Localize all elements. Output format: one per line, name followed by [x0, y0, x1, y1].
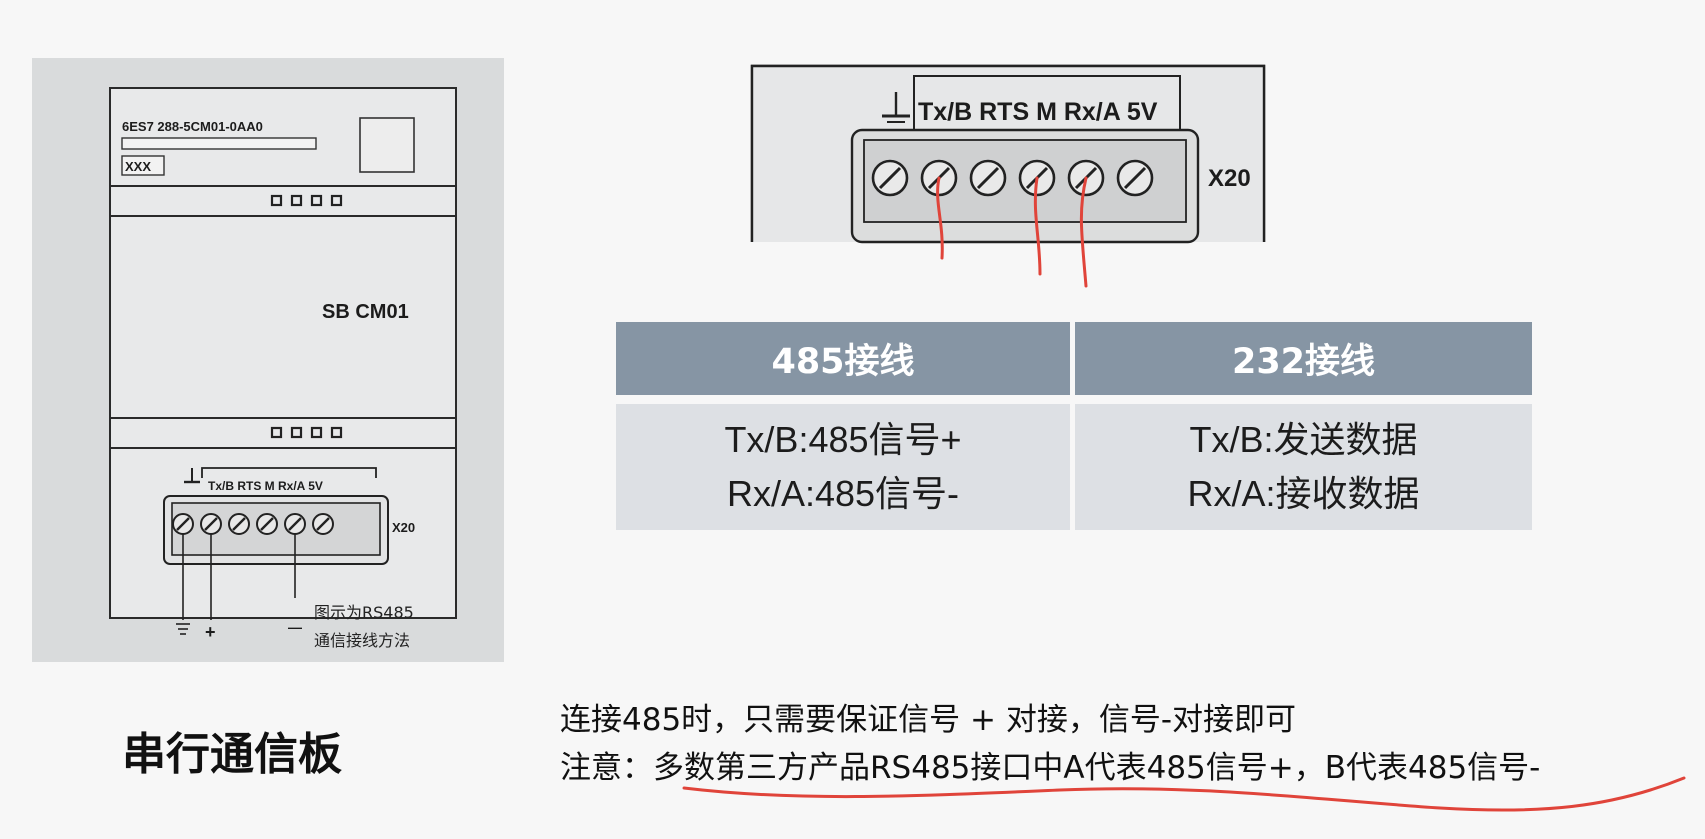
rs485-note-line1: 图示为RS485 [314, 603, 414, 622]
note-line-2: 注意：多数第三方产品RS485接口中A代表485信号+，B代表485信号- [560, 750, 1541, 786]
module-illustration: 6ES7 288-5CM01-0AA0 XXX SB CM01 [32, 58, 504, 662]
module-wires [176, 534, 296, 635]
lower-led-dots [270, 426, 343, 439]
red-underline [682, 776, 1686, 812]
red-wires [936, 176, 1088, 288]
module-led-window [359, 117, 415, 173]
table-cell-232: Tx/B:发送数据 Rx/A:接收数据 [1075, 404, 1532, 530]
wire-minus-label: — [288, 619, 302, 635]
cell-485-rxa: Rx/A:485信号- [726, 473, 960, 514]
note-line-1: 连接485时，只需要保证信号 + 对接，信号-对接即可 [560, 702, 1297, 738]
cell-232-txb: Tx/B:发送数据 [1189, 419, 1418, 460]
cell-485-txb: Tx/B:485信号+ [724, 419, 962, 460]
board-title: 串行通信板 [122, 729, 342, 780]
module-small-tag: XXX [125, 159, 151, 174]
connector-closeup: Tx/B RTS M Rx/A 5V X20 [750, 64, 1266, 288]
cell-232-rxa: Rx/A:接收数据 [1187, 473, 1420, 514]
connector-terminal-labels: Tx/B RTS M Rx/A 5V [918, 98, 1158, 126]
module-model-label: SB CM01 [322, 301, 409, 323]
table-header-485: 485接线 [616, 322, 1070, 395]
module-part-number: 6ES7 288-5CM01-0AA0 [122, 119, 263, 134]
wiring-table: 485接线 232接线 Tx/B:485信号+ Rx/A:485信号- Tx/B… [616, 322, 1532, 530]
module-drawing: 6ES7 288-5CM01-0AA0 XXX SB CM01 [109, 87, 457, 650]
table-header-232: 232接线 [1075, 322, 1532, 395]
connector-screw-terminals [871, 159, 1154, 197]
module-screw-terminals [172, 513, 334, 535]
ground-symbol [184, 468, 200, 484]
upper-led-dots [270, 194, 343, 207]
connector-ground-symbol [882, 92, 910, 123]
wire-plus-label: + [205, 622, 216, 642]
module-terminal-id: X20 [392, 520, 415, 535]
table-cell-485: Tx/B:485信号+ Rx/A:485信号- [616, 404, 1070, 530]
rs485-note-line2: 通信接线方法 [314, 631, 410, 650]
connector-terminal-id: X20 [1208, 165, 1251, 192]
module-terminal-labels: Tx/B RTS M Rx/A 5V [208, 479, 323, 493]
